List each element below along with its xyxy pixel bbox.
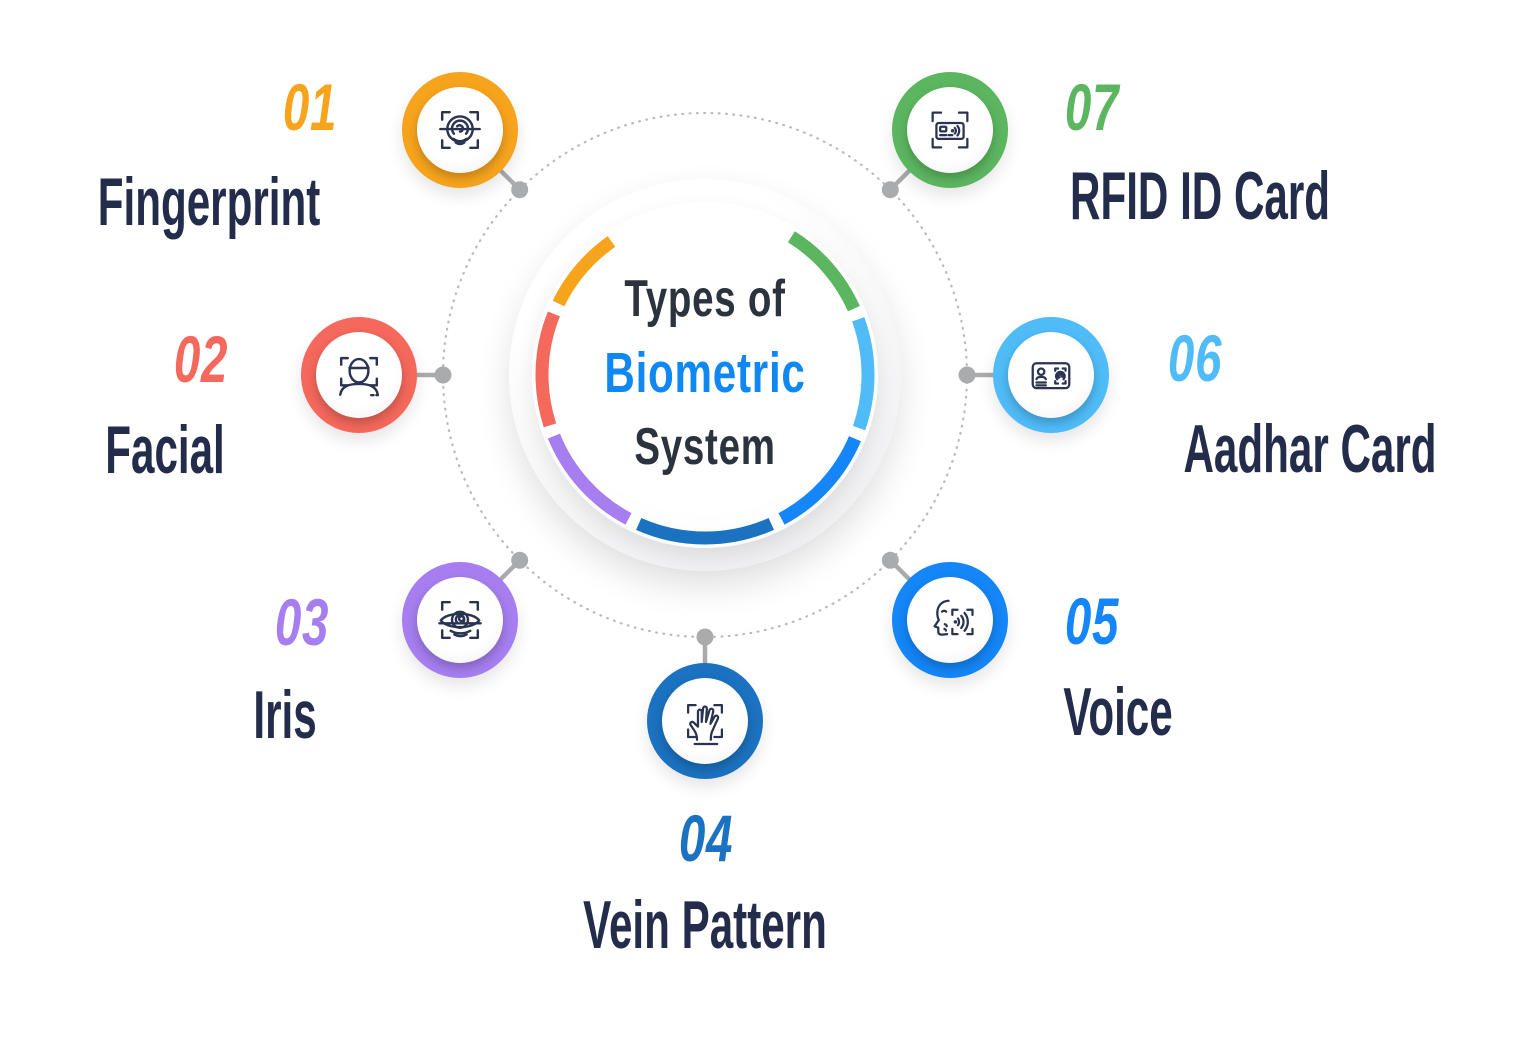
iris-number: 03 [274,585,330,659]
voice-label: Voice [1063,674,1173,750]
voice-number: 05 [1064,584,1120,658]
rfid-card-icon [931,111,969,149]
fingerprint-badge [402,72,518,188]
rfid-id-card-badge [892,72,1008,188]
iris-badge-disc [417,577,503,663]
facial-badge [301,317,417,433]
iris-label: Iris [253,677,317,753]
iris-scan-icon [438,600,482,640]
title-line-3: System [634,418,776,476]
voice-badge [892,562,1008,678]
aadhar-card-icon [1031,362,1071,390]
hand-scan-icon [687,703,723,746]
rfid-id-card-label: RFID ID Card [1069,158,1331,234]
title-line-2: Biometric [604,341,806,405]
aadhar-card-badge [993,317,1109,433]
rfid-id-card-badge-disc [907,87,993,173]
vein-pattern-number: 04 [678,801,734,875]
face-scan-icon [339,356,379,397]
diagram-title: Types of Biometric System [604,262,805,484]
fingerprint-badge-disc [417,87,503,173]
iris-badge [402,562,518,678]
voice-scan-icon [933,599,974,636]
facial-badge-disc [316,332,402,418]
vein-pattern-label: Vein Pattern [583,887,827,963]
vein-pattern-badge [647,663,763,779]
title-line-1: Types of [624,270,786,328]
vein-pattern-badge-disc [662,678,748,764]
fingerprint-number: 01 [282,70,338,144]
fingerprint-scan-icon [439,110,481,150]
rfid-id-card-number: 07 [1064,70,1120,144]
aadhar-card-badge-disc [1008,332,1094,418]
aadhar-card-label: Aadhar Card [1183,411,1437,487]
fingerprint-label: Fingerprint [97,164,321,240]
aadhar-card-number: 06 [1167,321,1223,395]
voice-badge-disc [907,577,993,663]
facial-number: 02 [173,322,229,396]
facial-label: Facial [105,412,225,488]
